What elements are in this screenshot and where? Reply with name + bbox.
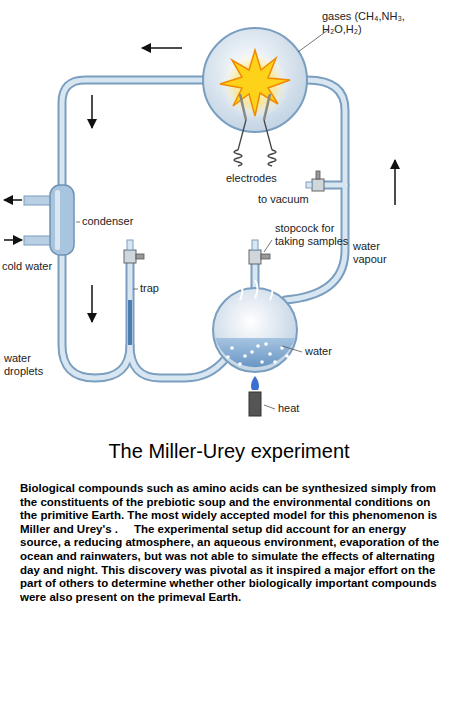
water-label: water [305, 345, 332, 358]
bubble [230, 346, 234, 350]
bubble [285, 354, 289, 358]
bubble [273, 360, 277, 364]
vacuum-label: to vacuum [258, 193, 309, 206]
bubble [260, 360, 264, 364]
bubble [243, 354, 247, 358]
flow-arrows [4, 48, 395, 322]
stopcock-label: stopcock for taking samples [275, 222, 355, 248]
cold-water-label: cold water [2, 260, 52, 273]
water-droplets-label: water droplets [4, 352, 58, 378]
bubble [264, 342, 268, 346]
trap-label: trap [140, 282, 159, 295]
sample-stopcock [249, 240, 270, 264]
boiling-flask [213, 280, 297, 372]
figure-title: The Miller-Urey experiment [0, 440, 458, 463]
vacuum-valve [306, 171, 324, 191]
spark [220, 50, 290, 116]
heat-label: heat [278, 402, 299, 415]
heat-burner [249, 376, 261, 416]
bubble [268, 352, 272, 356]
bubble [226, 355, 230, 359]
electrodes-symbol [234, 120, 276, 166]
leader-lines [76, 30, 328, 409]
gases-label: gases (CH₄,NH₃, H₂O,H₂) [322, 10, 434, 36]
bubble [250, 350, 254, 354]
reaction-flask [203, 28, 307, 132]
bubble [238, 362, 242, 366]
water-vapour-label: water vapour [353, 240, 401, 266]
condenser-label: condenser [82, 215, 133, 228]
condenser-jacket [24, 185, 74, 255]
figure-caption: Biological compounds such as amino acids… [20, 482, 440, 604]
electrodes-label: electrodes [226, 172, 277, 185]
bubble [256, 344, 260, 348]
